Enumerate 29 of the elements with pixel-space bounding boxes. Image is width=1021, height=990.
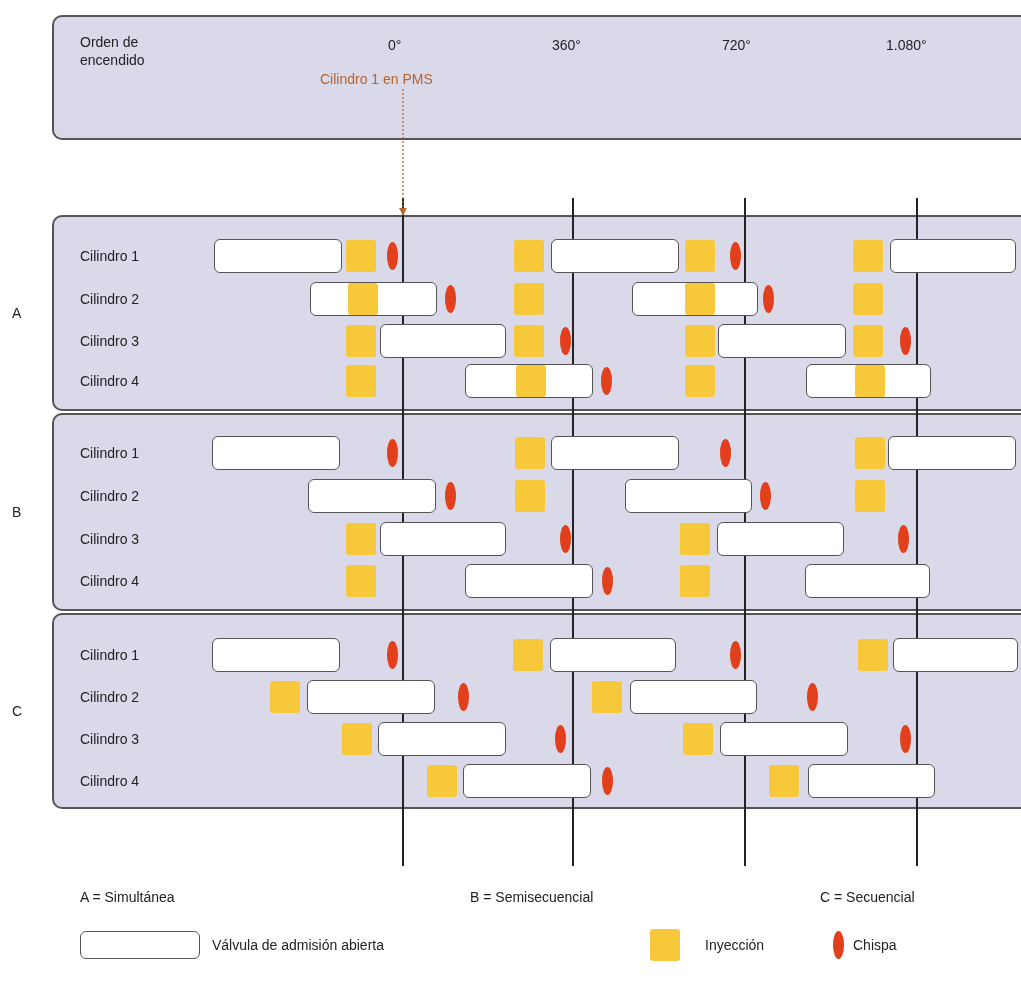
row-label: Cilindro 3 <box>80 730 140 748</box>
degree-label: 0° <box>388 36 402 54</box>
panel-letter: C <box>12 702 23 720</box>
legend-label: Válvula de admisión abierta <box>212 936 384 954</box>
row-label: Cilindro 2 <box>80 290 140 308</box>
row-label: Cilindro 2 <box>80 487 140 505</box>
row-label: Cilindro 3 <box>80 530 140 548</box>
row-label: Cilindro 4 <box>80 572 140 590</box>
row-label: Cilindro 4 <box>80 372 140 390</box>
mode-label: B = Semisecuencial <box>470 888 594 906</box>
degree-label: 360° <box>552 36 581 54</box>
mode-label: C = Secuencial <box>820 888 915 906</box>
row-label: Cilindro 4 <box>80 772 140 790</box>
header-panel <box>52 15 1021 140</box>
degree-label: 720° <box>722 36 751 54</box>
row-label: Cilindro 1 <box>80 444 140 462</box>
panel-letter: B <box>12 503 22 521</box>
panel-letter: A <box>12 304 22 322</box>
row-label: Cilindro 1 <box>80 247 140 265</box>
leader-line <box>399 88 407 216</box>
mode-label: A = Simultánea <box>80 888 175 906</box>
row-label: Cilindro 2 <box>80 688 140 706</box>
row-heading: Orden de encendido <box>80 33 146 69</box>
row-label: Cilindro 1 <box>80 646 140 664</box>
degree-label: 1.080° <box>886 36 927 54</box>
legend-label: Inyección <box>705 936 765 954</box>
legend-label: Chispa <box>853 936 897 954</box>
row-label: Cilindro 3 <box>80 332 140 350</box>
annotation-text: Cilindro 1 en PMS <box>320 70 433 88</box>
